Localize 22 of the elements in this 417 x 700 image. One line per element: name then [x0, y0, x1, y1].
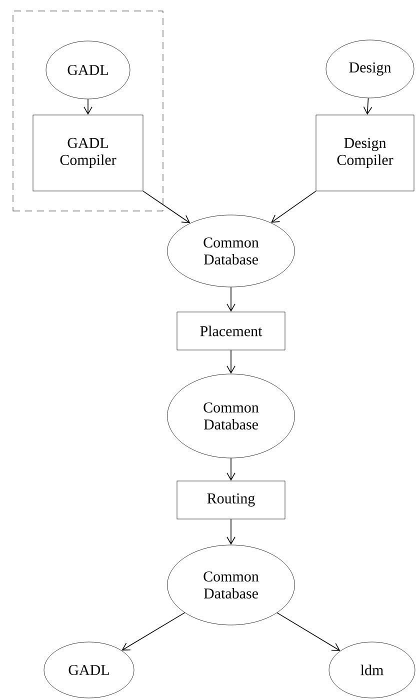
ellipse-node: ldm: [328, 642, 416, 698]
ellipse-node: Common Database: [167, 214, 295, 288]
arrow: [142, 190, 190, 224]
process-box: GADL Compiler: [32, 114, 144, 192]
arrow: [271, 190, 316, 223]
arrow: [226, 286, 236, 312]
process-box: Routing: [176, 480, 286, 520]
ellipse-node: Common Database: [167, 374, 295, 458]
arrow: [84, 98, 92, 115]
process-box: Placement: [176, 312, 286, 350]
arrow: [276, 612, 340, 651]
ellipse-node: Common Database: [167, 544, 295, 626]
arrow: [226, 458, 236, 481]
ellipse-node: GADL: [46, 40, 130, 100]
arrow: [226, 518, 236, 545]
arrow: [363, 98, 372, 115]
arrow: [122, 612, 186, 650]
arrow: [226, 350, 236, 374]
ellipse-node: Design: [326, 40, 414, 98]
dashed-group-box: [12, 10, 164, 212]
ellipse-node: GADL: [44, 642, 134, 698]
process-box: Design Compiler: [316, 114, 414, 192]
